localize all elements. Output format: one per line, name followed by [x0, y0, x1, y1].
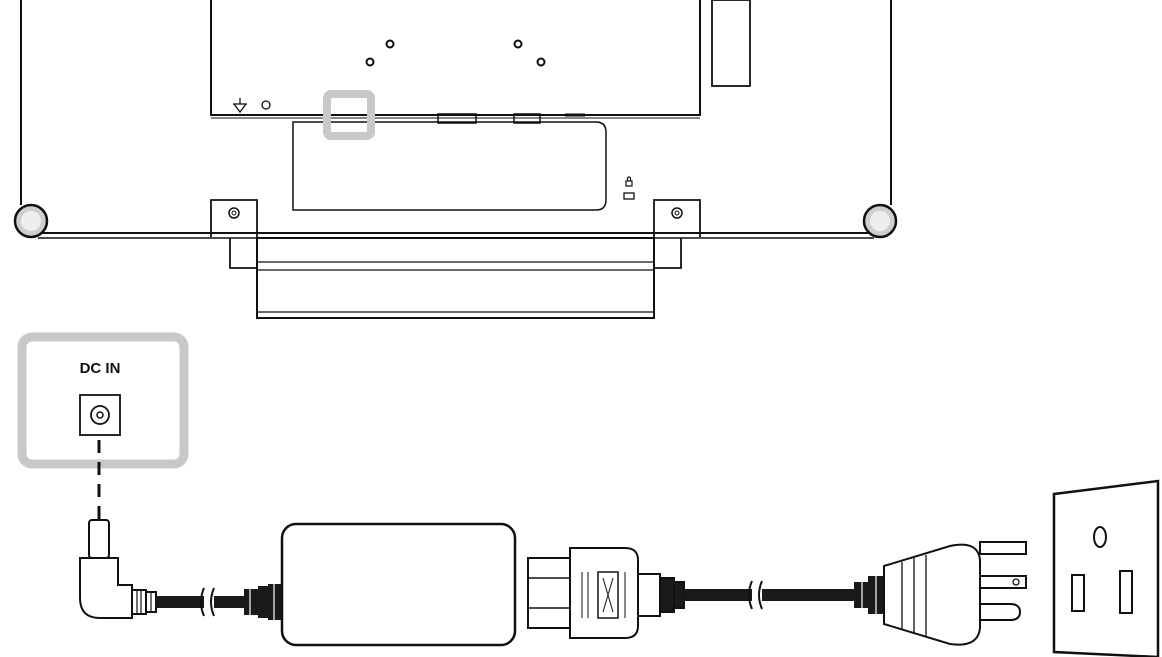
- port-location-highlight: [323, 90, 375, 140]
- dc-in-callout-frame: [17, 332, 189, 469]
- dc-cable: [156, 584, 282, 620]
- ac-cable: [684, 580, 854, 610]
- outlet-slot-right-icon: [1119, 570, 1133, 614]
- dc-in-label: DC IN: [80, 360, 121, 377]
- ac-connector: [527, 547, 685, 639]
- power-symbol-icon: [261, 100, 271, 110]
- outlet-slot-left-icon: [1071, 574, 1085, 612]
- lock-icon: [625, 176, 633, 187]
- ground-symbol-icon: [233, 98, 247, 114]
- bracket-screw-right-icon: [671, 207, 683, 219]
- bracket-screw-left-icon: [228, 207, 240, 219]
- monitor-rear: [20, 0, 892, 319]
- dc-plug: [79, 519, 157, 619]
- wall-outlet: [1052, 479, 1160, 657]
- power-adapter: [280, 522, 517, 647]
- dc-in-jack-icon: [79, 394, 121, 436]
- outlet-ground-hole-icon: [1093, 526, 1107, 548]
- wall-plug: [854, 541, 1027, 646]
